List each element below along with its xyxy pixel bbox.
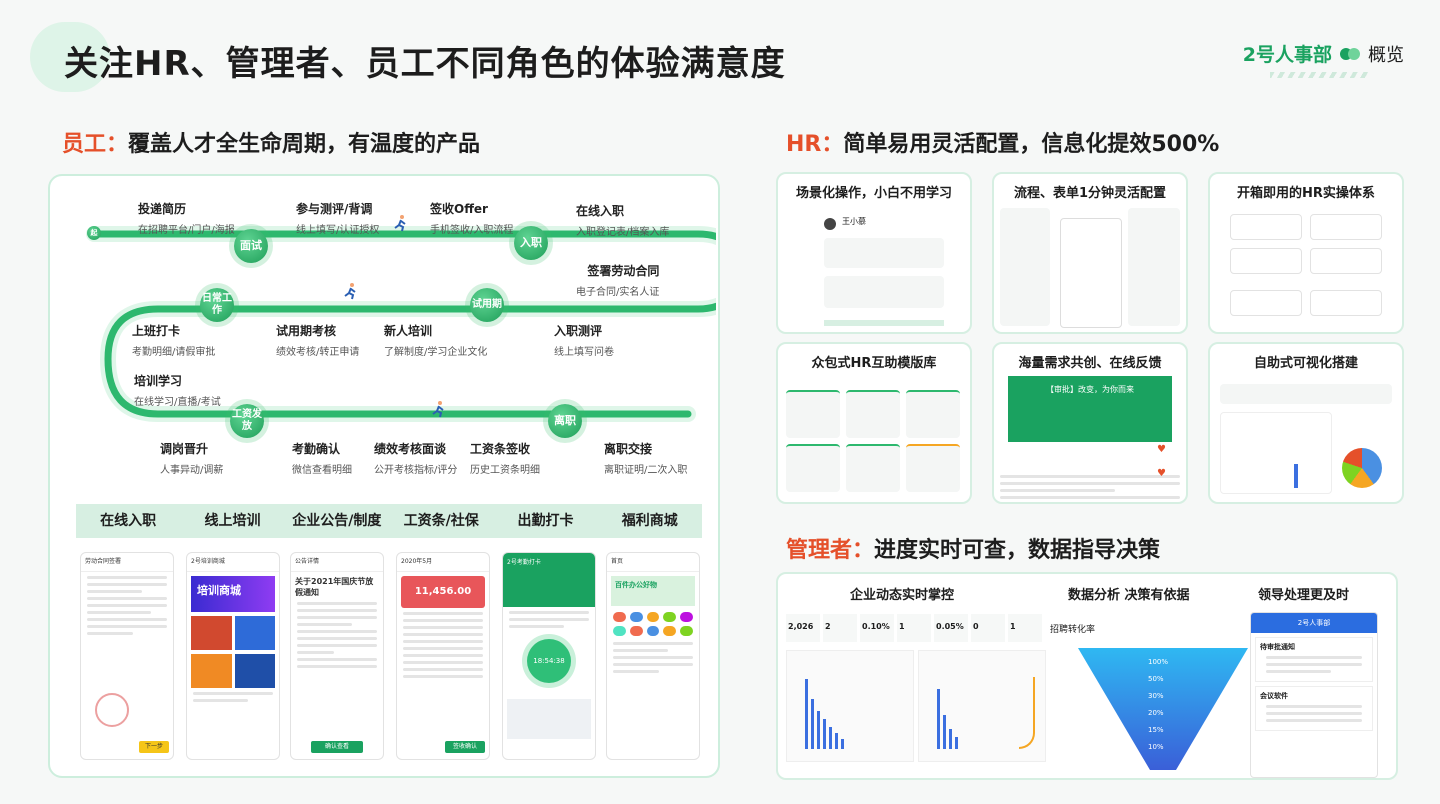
feature-announcements: 企业公告/制度 [292, 513, 382, 529]
runner-icon [394, 215, 406, 232]
page-title: 关注HR、管理者、员工不同角色的体验满意度 [64, 44, 786, 84]
kpi-row: 2,026 2 0.10% 1 0.05% 0 1 [786, 614, 1042, 642]
phone-announcement: 公告详情 关于2021年国庆节放假通知 确认查看 [290, 552, 384, 760]
hr-card-scenario: 场景化操作，小白不用学习 王小慕 [776, 172, 972, 334]
dept-chart-right [918, 650, 1046, 762]
training-banner: 培训商城 [191, 576, 275, 612]
heart-icon[interactable]: ♥ [1157, 444, 1166, 455]
feature-online-training: 线上培训 [204, 513, 261, 529]
feature-payslip: 工资条/社保 [403, 513, 479, 529]
clock-in-button[interactable]: 18:54:38 [527, 639, 571, 683]
step-offboarding: 离职交接离职证明/二次入职 [604, 442, 688, 476]
manager-card: 企业动态实时掌控 数据分析 决策有依据 领导处理更及时 2,026 2 0.10… [776, 572, 1398, 780]
step-assessment: 参与测评/背调线上填写/认证授权 [296, 202, 380, 236]
subtitle-leadership: 领导处理更及时 [1258, 588, 1350, 603]
employee-section-title: 员工：覆盖人才全生命周期，有温度的产品 [62, 132, 481, 157]
payslip-amount: 11,456.00 [401, 576, 485, 608]
phone-contract: 劳动合同签署 下一步 [80, 552, 174, 760]
step-new-hire-training: 新人培训了解制度/学习企业文化 [384, 324, 488, 358]
step-resume: 投递简历在招聘平台/门户/海报 [138, 202, 235, 236]
node-probation: 试用期 [470, 288, 504, 322]
manager-phone: 2号人事部 待审批通知 会议软件 [1250, 612, 1378, 778]
hr-card-template-library: 众包式HR互助模版库 [776, 342, 972, 504]
recruit-funnel-chart [1078, 648, 1248, 770]
step-payslip: 工资条签收历史工资条明细 [470, 442, 540, 476]
hr-card-workflow: 流程、表单1分钟灵活配置 [992, 172, 1188, 334]
node-payroll: 工资发放 [230, 404, 264, 438]
step-learning: 培训学习在线学习/直播/考试 [134, 374, 221, 408]
brand-section-label: 概览 [1368, 44, 1404, 66]
feature-welfare-mall: 福利商城 [621, 513, 678, 529]
funnel-title: 招聘转化率 [1050, 625, 1096, 635]
avatar [824, 218, 836, 230]
employee-name: 王小慕 [842, 217, 866, 226]
approval-notice: 待审批通知 [1260, 643, 1295, 651]
brand-dots-icon [1340, 47, 1360, 60]
dept-chart-left [786, 650, 914, 762]
heart-icon[interactable]: ♥ [1157, 468, 1166, 479]
step-onboard-survey: 入职测评线上填写问卷 [554, 324, 614, 358]
sign-confirm-button[interactable]: 签收确认 [445, 741, 485, 753]
step-online-onboard: 在线入职入职登记表/档案入库 [576, 204, 670, 238]
lifecycle-track [86, 226, 716, 422]
brand-dash-decoration [1270, 72, 1370, 78]
step-clock-in: 上班打卡考勤明细/请假审批 [132, 324, 216, 358]
subtitle-analysis: 数据分析 决策有依据 [1068, 588, 1190, 603]
welfare-banner: 百件办公好物 [611, 576, 695, 606]
subtitle-realtime: 企业动态实时掌控 [850, 588, 955, 603]
title-decoration [30, 22, 110, 92]
step-performance-interview: 绩效考核面谈公开考核指标/评分 [374, 442, 458, 476]
runner-icon [344, 283, 356, 300]
confirm-view-button[interactable]: 确认查看 [311, 741, 363, 753]
pie-chart-icon [1342, 448, 1382, 488]
feature-attendance: 出勤打卡 [517, 513, 574, 529]
bar-mark [1294, 464, 1298, 488]
hr-section-title: HR：简单易用灵活配置，信息化提效500% [786, 132, 1220, 157]
hr-card-practice-system: 开箱即用的HR实操体系 [1208, 172, 1404, 334]
brand: 2号人事部 概览 [1243, 40, 1404, 67]
phone-welfare: 首页 百件办公好物 [606, 552, 700, 760]
hr-card-visual-builder: 自助式可视化搭建 [1208, 342, 1404, 504]
node-daily-work: 日常工作 [200, 288, 234, 322]
feature-bar: 在线入职 线上培训 企业公告/制度 工资条/社保 出勤打卡 福利商城 [76, 504, 702, 538]
meeting-item: 会议软件 [1260, 692, 1288, 700]
runner-icon [432, 401, 444, 418]
brand-logo: 2号人事部 [1242, 44, 1332, 66]
step-promotion: 调岗晋升人事异动/调薪 [160, 442, 224, 476]
hr-card-feedback: 海量需求共创、在线反馈 【审批】改变，为你而来 ♥ ♥ [992, 342, 1188, 504]
feature-online-onboard: 在线入职 [100, 513, 157, 529]
stamp-icon [95, 693, 129, 727]
funnel-levels: 100%50%30%20%15%10% [1148, 658, 1169, 751]
node-interview: 面试 [234, 229, 268, 263]
start-marker: 起 [87, 226, 101, 240]
manager-section-title: 管理者：进度实时可查，数据指导决策 [786, 538, 1161, 563]
step-contract: 签署劳动合同电子合同/实名人证 [576, 264, 660, 298]
map-thumbnail [507, 699, 591, 739]
next-button[interactable]: 下一步 [139, 741, 169, 753]
phone-training-mall: 2号培训商城 培训商城 [186, 552, 280, 760]
phone-payslip: 2020年5月 11,456.00 签收确认 [396, 552, 490, 760]
node-leave: 离职 [548, 404, 582, 438]
feedback-banner: 【审批】改变，为你而来 [1008, 376, 1172, 442]
step-probation-review: 试用期考核绩效考核/转正申请 [276, 324, 360, 358]
step-attendance-confirm: 考勤确认微信查看明细 [292, 442, 352, 476]
node-onboard: 入职 [514, 226, 548, 260]
phone-attendance: 2号考勤打卡 18:54:38 [502, 552, 596, 760]
